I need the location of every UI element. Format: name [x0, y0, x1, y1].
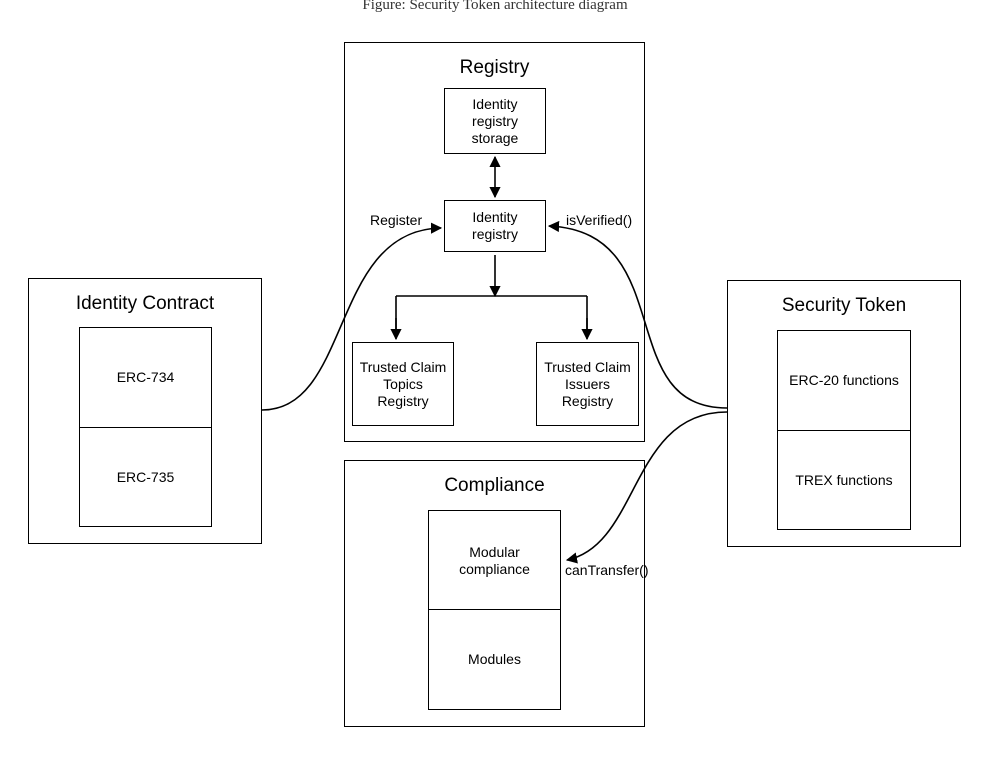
erc-734-box: ERC-734 [79, 327, 212, 428]
trusted-registries-link [395, 255, 588, 338]
identity-registry-storage-box: Identity registry storage [444, 88, 546, 154]
trusted-claim-topics-registry-box: Trusted Claim Topics Registry [352, 342, 454, 426]
modules-box: Modules [428, 609, 561, 710]
registry-title: Registry [459, 57, 530, 78]
trex-functions-box: TREX functions [777, 430, 911, 530]
compliance-title: Compliance [444, 475, 545, 496]
can-transfer-label: canTransfer() [565, 562, 649, 578]
identity-contract-title: Identity Contract [75, 293, 215, 314]
is-verified-edge [547, 220, 728, 409]
modular-compliance-box: Modular compliance [428, 510, 561, 611]
erc-20-functions-box: ERC-20 functions [777, 330, 911, 431]
security-token-title: Security Token [781, 295, 907, 316]
can-transfer-edge [565, 411, 728, 564]
identity-registry-box: Identity registry [444, 200, 546, 252]
register-edge [261, 222, 443, 411]
is-verified-label: isVerified() [566, 212, 633, 228]
erc-735-box: ERC-735 [79, 427, 212, 527]
register-label: Register [370, 212, 423, 228]
trusted-claim-issuers-registry-box: Trusted Claim Issuers Registry [536, 342, 639, 426]
top-caption: Figure: Security Token architecture diag… [362, 0, 628, 13]
